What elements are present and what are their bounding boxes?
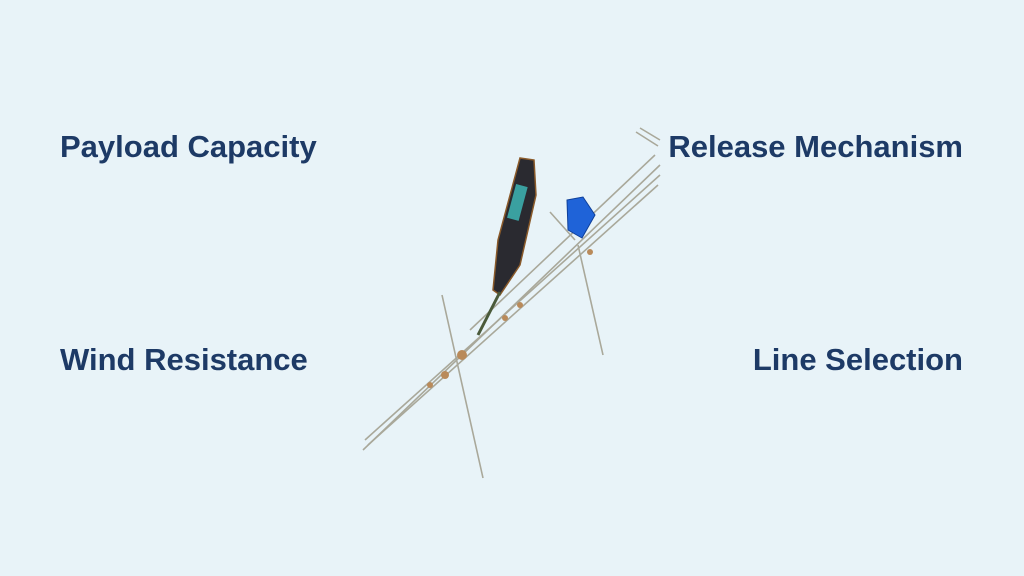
boat-line [476, 291, 502, 336]
blue-tarp-payload [566, 196, 596, 239]
label-payload-capacity: Payload Capacity [60, 129, 317, 164]
label-wind-resistance: Wind Resistance [60, 342, 308, 377]
boat-cabin [507, 183, 528, 221]
line-rigging [362, 127, 661, 479]
label-line-selection: Line Selection [752, 342, 963, 377]
label-release-mechanism: Release Mechanism [668, 129, 963, 164]
rigging-knots [427, 249, 593, 388]
